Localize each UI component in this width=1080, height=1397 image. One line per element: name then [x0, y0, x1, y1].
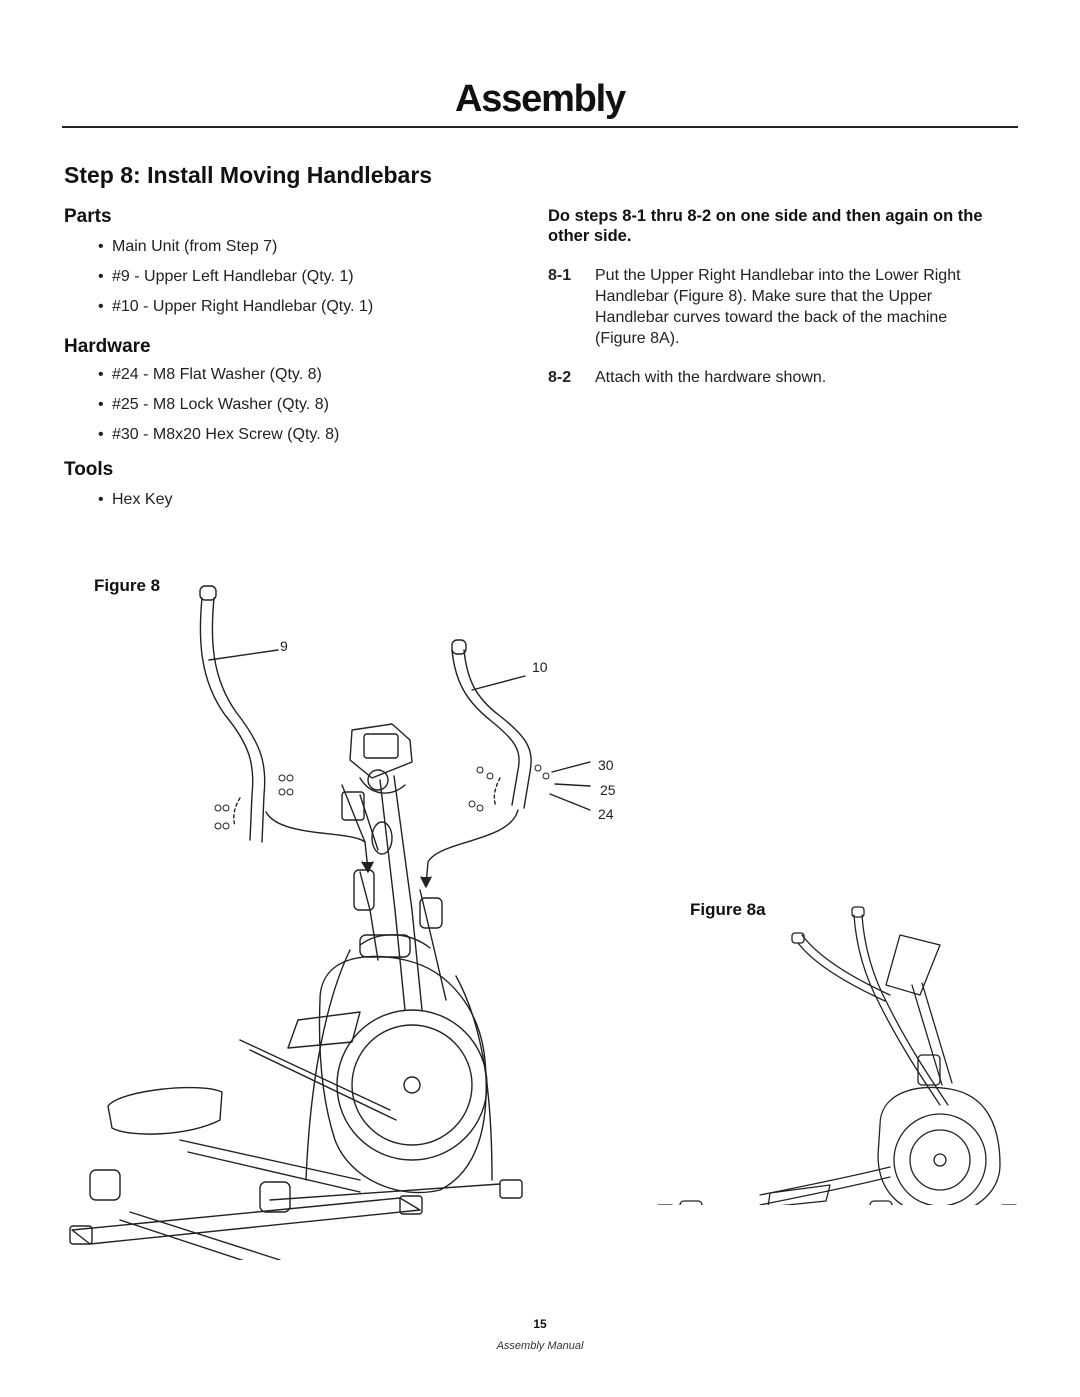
parts-heading: Parts	[64, 206, 112, 227]
list-item: #24 - M8 Flat Washer (Qty. 8)	[98, 360, 339, 390]
tools-list: Hex Key	[98, 485, 172, 515]
callout-25: 25	[600, 782, 616, 798]
instruction-step: 8-1 Put the Upper Right Handlebar into t…	[548, 265, 988, 349]
list-item: #9 - Upper Left Handlebar (Qty. 1)	[98, 262, 373, 292]
title-divider	[62, 126, 1018, 128]
step-number: 8-1	[548, 267, 572, 284]
callout-30: 30	[598, 757, 614, 773]
callout-9: 9	[280, 638, 288, 654]
callout-10: 10	[532, 659, 548, 675]
page-number: 15	[533, 1317, 547, 1331]
page-title: Assembly	[455, 78, 626, 120]
figure-8-illustration	[60, 580, 620, 1260]
list-item: #25 - M8 Lock Washer (Qty. 8)	[98, 390, 339, 420]
figure-8-label: Figure 8	[94, 576, 161, 595]
list-item: Main Unit (from Step 7)	[98, 232, 373, 262]
step-text: Attach with the hardware shown.	[595, 369, 827, 386]
instructions-heading: Do steps 8-1 thru 8-2 on one side and th…	[548, 207, 983, 245]
figure-8a-illustration	[650, 905, 1030, 1205]
step-text: Put the Upper Right Handlebar into the L…	[595, 267, 961, 347]
hardware-list: #24 - M8 Flat Washer (Qty. 8) #25 - M8 L…	[98, 360, 339, 450]
manual-name: Assembly Manual	[496, 1340, 584, 1352]
list-item: #30 - M8x20 Hex Screw (Qty. 8)	[98, 420, 339, 450]
callout-24: 24	[598, 806, 614, 822]
instruction-step: 8-2 Attach with the hardware shown.	[548, 367, 988, 388]
figure-8a-label: Figure 8a	[690, 900, 766, 919]
list-item: Hex Key	[98, 485, 172, 515]
tools-heading: Tools	[64, 459, 114, 480]
list-item: #10 - Upper Right Handlebar (Qty. 1)	[98, 292, 373, 322]
parts-list: Main Unit (from Step 7) #9 - Upper Left …	[98, 232, 373, 322]
step-number: 8-2	[548, 369, 572, 386]
step-heading: Step 8: Install Moving Handlebars	[64, 162, 433, 188]
hardware-heading: Hardware	[64, 336, 151, 357]
